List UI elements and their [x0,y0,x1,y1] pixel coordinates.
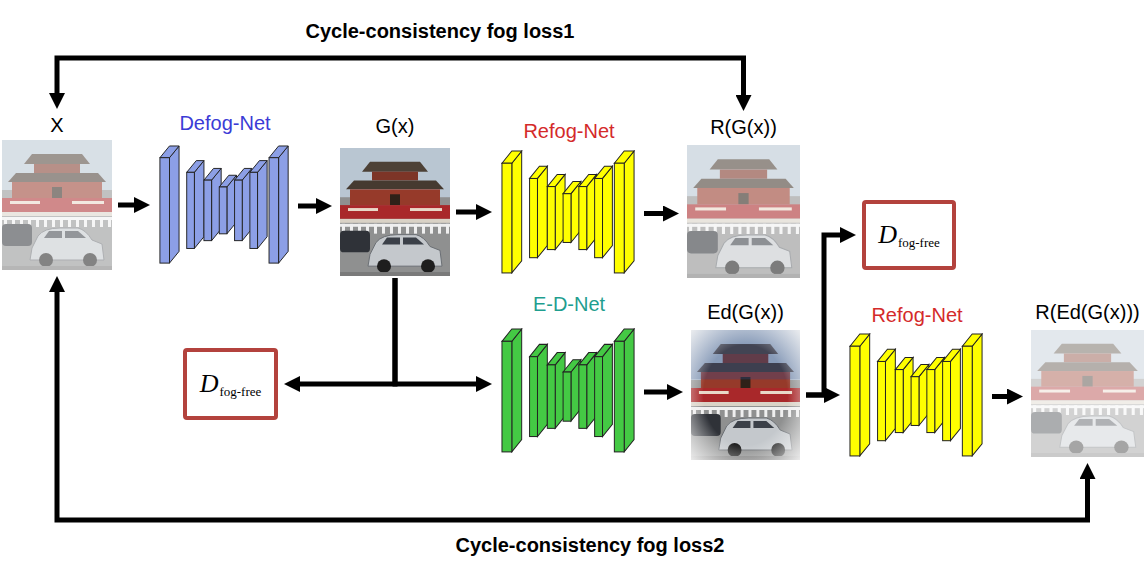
encoder-decoder [502,151,634,273]
photo [2,140,112,270]
loss-connector [57,58,744,97]
photo-scene [687,145,800,278]
photo [1031,330,1144,457]
network-drawing [500,328,638,456]
flow-arrow [644,211,665,216]
photo-scene [2,140,112,270]
node-title: Refog-Net [523,119,614,143]
flow-arrow [806,235,842,395]
node-caption: G(x) [340,114,450,138]
loss-label: Cycle-consistency fog loss2 [452,533,729,557]
node-caption: Refog-Net [848,303,986,327]
node-caption: E-D-Net [500,292,638,316]
network-node: Refog-Net [500,119,638,277]
network-drawing [500,150,638,277]
network-node: E-D-Net [500,292,638,456]
flow-arrow [395,278,478,384]
network-node: Defog-Net [158,111,292,267]
flow-arrow [118,203,136,208]
loss-label: Cycle-consistency fog loss1 [302,19,579,43]
node-title: X [50,113,63,137]
discriminator-box: Dfog-free [183,348,278,420]
node-caption: X [2,113,112,137]
fog-overlay [1031,330,1144,457]
photo [687,145,800,278]
flow-arrow [806,393,826,398]
node-caption: Ed(G(x)) [691,300,800,324]
node-title: Ed(G(x)) [707,300,784,324]
symbol-letter: D [878,220,897,250]
flow-arrow [992,394,1009,399]
node-caption: Defog-Net [158,111,292,135]
symbol-subscript: fog-free [898,235,940,251]
flow-arrow [456,210,478,215]
flow-arrow [298,204,318,209]
node-title: Defog-Net [179,111,270,135]
encoder-decoder [502,329,634,452]
fog-overlay [2,140,112,270]
photo-scene [1031,330,1144,457]
network-node: Refog-Net [848,303,986,460]
node-caption: R(G(x)) [687,115,800,139]
network-drawing [848,333,986,460]
photo [340,148,450,276]
loss-connector [57,290,1088,520]
symbol-letter: D [200,369,219,399]
fog-overlay [687,145,800,278]
discriminator-box: Dfog-free [862,200,956,270]
node-title: E-D-Net [533,292,605,316]
image-node: R(G(x)) [687,115,800,278]
network-drawing [158,145,292,267]
image-node: G(x) [340,114,450,276]
photo [691,330,800,460]
node-caption: R(Ed(G(x))) [1031,300,1144,324]
flow-arrow [298,278,395,384]
image-node: R(Ed(G(x))) [1031,300,1144,457]
flow-arrow [644,390,669,395]
encoder-decoder [850,334,982,456]
image-node: Ed(G(x)) [691,300,800,460]
photo-scene [691,330,800,460]
node-title: R(G(x)) [710,115,777,139]
node-caption: Refog-Net [500,119,638,143]
symbol-subscript: fog-free [219,384,261,400]
node-title: R(Ed(G(x))) [1035,300,1139,324]
encoder-decoder [160,146,288,263]
vignette [691,330,800,460]
node-title: G(x) [376,114,415,138]
node-title: Refog-Net [871,303,962,327]
image-node: X [2,113,112,270]
photo-scene [340,148,450,276]
